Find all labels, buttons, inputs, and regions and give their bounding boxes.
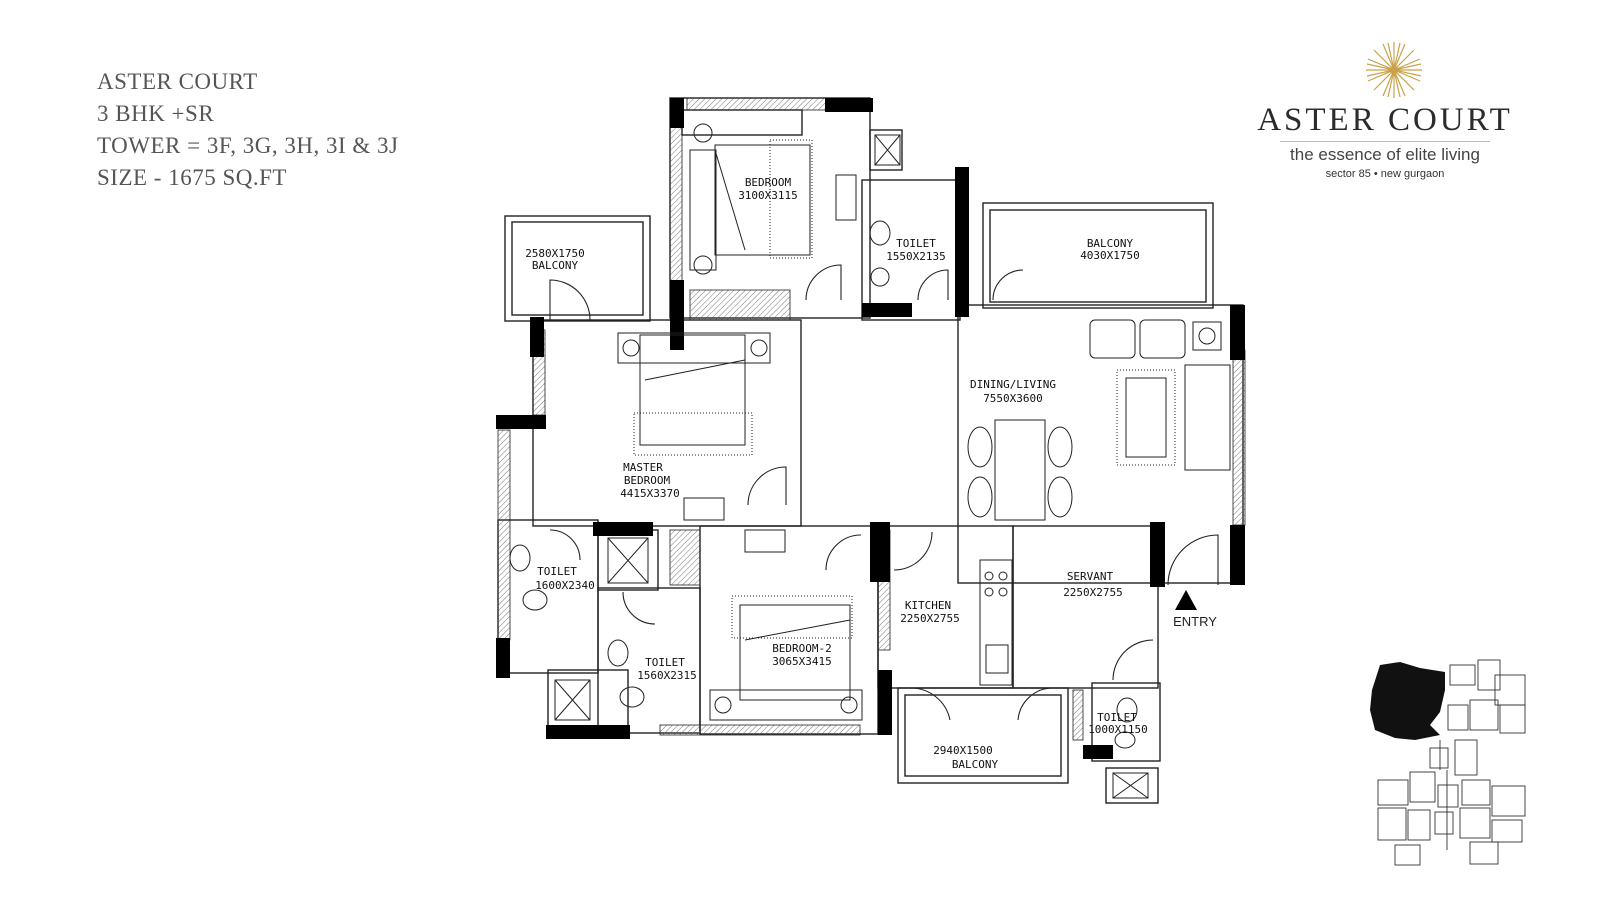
dining-living-name: DINING/LIVING [970, 378, 1056, 391]
bedroom-2-name: BEDROOM-2 [772, 642, 832, 655]
balcony-left-size: 2580X1750 [525, 247, 585, 260]
dining-living-size: 7550X3600 [983, 392, 1043, 405]
bedroom-top-size: 3100X3115 [738, 189, 798, 202]
balcony-bottom-name: BALCONY [952, 758, 999, 771]
toilet-small-size: 1000X1150 [1088, 723, 1148, 736]
bedroom-top-name: BEDROOM [745, 176, 792, 189]
wall-outlines [497, 97, 1244, 804]
balcony-left-name: BALCONY [532, 259, 579, 272]
kitchen-name: KITCHEN [905, 599, 951, 612]
sunburst-logo-icon [1366, 42, 1422, 98]
master-bedroom-name2: BEDROOM [624, 474, 671, 487]
toilet-mid-size: 1560X2315 [637, 669, 697, 682]
brand-block: ASTER COURT the essence of elite living … [1235, 40, 1535, 180]
toilet-top-name: TOILET [896, 237, 936, 250]
master-bedroom-name1: MASTER [623, 461, 663, 474]
key-plan [1370, 659, 1526, 866]
toilet-mid-name: TOILET [645, 656, 685, 669]
hatched-walls [497, 97, 1246, 741]
servant-name: SERVANT [1067, 570, 1114, 583]
room-labels: BEDROOM 3100X3115 TOILET 1550X2135 2580X… [525, 176, 1217, 771]
balcony-bottom-size: 2940X1500 [933, 744, 993, 757]
tower-list: TOWER = 3F, 3G, 3H, 3I & 3J [97, 133, 399, 158]
toilet-left-name: TOILET [537, 565, 577, 578]
toilet-left-size: 1600X2340 [535, 579, 595, 592]
entry-label: ENTRY [1173, 614, 1217, 629]
bedroom-2-size: 3065X3415 [772, 655, 832, 668]
structural-columns [496, 98, 1245, 759]
entry-arrow-icon [1175, 590, 1197, 610]
master-bedroom-size: 4415X3370 [620, 487, 680, 500]
unit-type: 3 BHK +SR [97, 101, 215, 126]
kitchen-size: 2250X2755 [900, 612, 960, 625]
balcony-right-size: 4030X1750 [1080, 249, 1140, 262]
brand-divider [1280, 141, 1490, 142]
brand-name: ASTER COURT [1257, 102, 1513, 138]
toilet-small-name: TOILET [1097, 711, 1137, 724]
brand-tagline: the essence of elite living [1290, 145, 1480, 164]
door-swings [549, 264, 1219, 721]
brand-location: sector 85 • new gurgaon [1325, 168, 1445, 180]
balcony-right-name: BALCONY [1087, 237, 1134, 250]
project-info: ASTER COURT 3 BHK +SR TOWER = 3F, 3G, 3H… [97, 66, 398, 194]
toilet-top-size: 1550X2135 [886, 250, 946, 263]
unit-size: SIZE - 1675 SQ.FT [97, 165, 287, 190]
servant-size: 2250X2755 [1063, 586, 1123, 599]
furniture [509, 123, 1231, 799]
project-title: ASTER COURT [97, 69, 258, 94]
